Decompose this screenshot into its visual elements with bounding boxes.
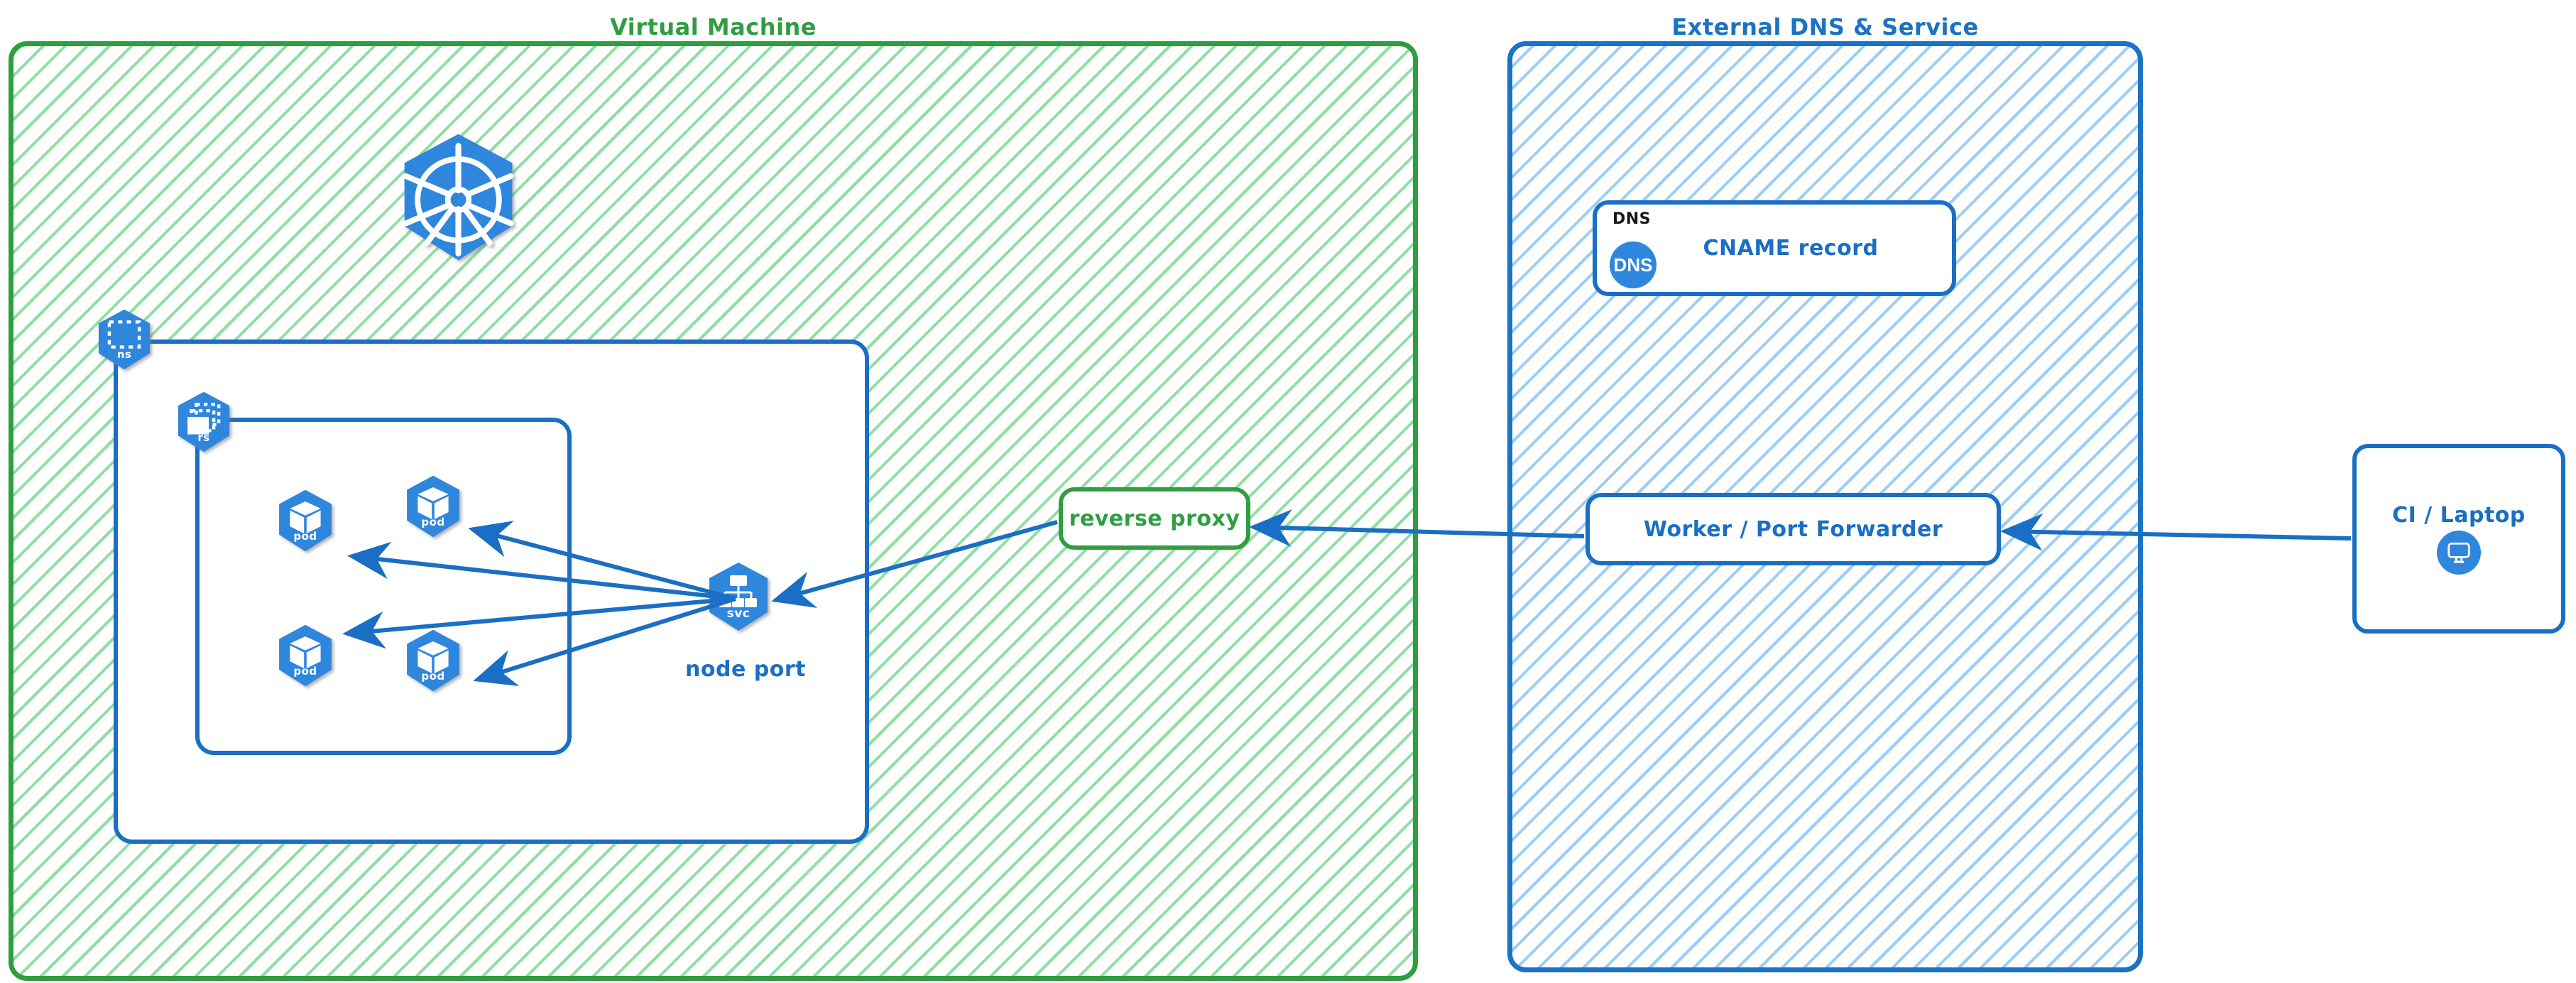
reverse-proxy-box[interactable]: reverse proxy — [1059, 487, 1250, 550]
reverse-proxy-label: reverse proxy — [1069, 506, 1240, 531]
kubernetes-service-icon: svc — [703, 561, 774, 632]
desktop-monitor-icon — [2437, 531, 2481, 575]
worker-port-forwarder-label: Worker / Port Forwarder — [1643, 516, 1943, 542]
ci-laptop-box[interactable]: CI / Laptop — [2352, 444, 2565, 634]
kubernetes-replicaset-icon: rs — [173, 391, 235, 453]
dns-badge-text: DNS — [1613, 254, 1653, 276]
kubernetes-namespace-icon: ns — [93, 308, 155, 371]
node-port-label: node port — [685, 657, 806, 682]
dns-card-title: CNAME record — [1703, 236, 1879, 261]
dns-badge-icon: DNS — [1610, 241, 1657, 288]
ci-laptop-label: CI / Laptop — [2392, 503, 2526, 528]
dns-card[interactable]: DNS DNS CNAME record — [1593, 200, 1956, 296]
group-title-external-dns-service: External DNS & Service — [1671, 13, 1979, 40]
replicaset-frame — [195, 418, 572, 755]
pod-4: pod — [401, 629, 465, 693]
group-title-virtual-machine: Virtual Machine — [610, 13, 817, 40]
pod-1: pod — [273, 489, 337, 553]
pod-3: pod — [273, 624, 337, 688]
kubernetes-logo-icon — [393, 131, 524, 263]
dns-card-tag: DNS — [1612, 210, 1652, 228]
pod-2: pod — [401, 474, 465, 538]
worker-port-forwarder-box[interactable]: Worker / Port Forwarder — [1586, 493, 2001, 565]
